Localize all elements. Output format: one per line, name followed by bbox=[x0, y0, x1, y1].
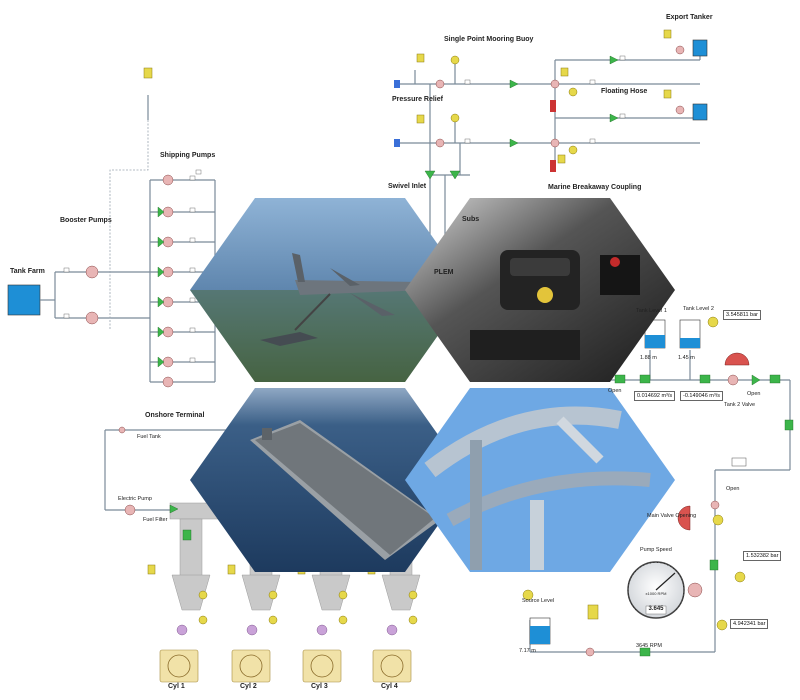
shipping-pumps bbox=[85, 174, 174, 388]
shipping-pumps-label: Shipping Pumps bbox=[160, 152, 216, 159]
tank2-valve-label: Tank 2 Valve bbox=[724, 402, 756, 408]
source-level-label: Source Level bbox=[522, 598, 555, 604]
booster-pumps-label: Booster Pumps bbox=[60, 217, 112, 224]
plem-label: PLEM bbox=[434, 269, 454, 276]
mooring-buoy-label: Single Point Mooring Buoy bbox=[444, 36, 534, 43]
mooring-scopes bbox=[464, 55, 626, 144]
loop-pumps bbox=[585, 374, 739, 657]
gauge-value-label: 3.645 bbox=[648, 606, 664, 612]
open-label-2: Open bbox=[747, 391, 761, 397]
gauge-unit-label: x1000 RPM bbox=[645, 591, 667, 596]
tank-farm-label: Tank Farm bbox=[10, 268, 45, 275]
floating-hose-tank bbox=[692, 103, 708, 121]
export-tanker-label: Export Tanker bbox=[666, 14, 713, 21]
source-level-readout: 7.17 m bbox=[519, 648, 536, 654]
cylinder-label-2: Cyl 2 bbox=[240, 683, 257, 690]
loop-scope bbox=[731, 457, 747, 467]
tank-farm-pipes bbox=[40, 95, 245, 383]
onshore-terminal-label: Onshore Terminal bbox=[145, 412, 205, 419]
bar-readout-1: 3.545811 bar bbox=[723, 310, 762, 320]
rpm-readout: 3645 RPM bbox=[636, 643, 662, 649]
shipping-sensor bbox=[143, 67, 153, 79]
pressure-relief-block bbox=[394, 80, 400, 88]
breakaway-indicator bbox=[550, 100, 556, 112]
breakaway-indicator-2 bbox=[550, 160, 556, 172]
loop-valves bbox=[614, 374, 794, 657]
level-readout-2: 1.45 m bbox=[678, 355, 695, 361]
cylinder-panels bbox=[159, 649, 412, 683]
tank-level-1-label: Tank Level 1 bbox=[636, 308, 667, 314]
mooring-couplings bbox=[435, 45, 685, 148]
cylinder-label-4: Cyl 4 bbox=[381, 683, 398, 690]
pressure-relief-block-2 bbox=[394, 139, 400, 147]
tank-farm-tank bbox=[7, 284, 41, 316]
mooring-valves bbox=[424, 55, 619, 180]
cylinder-label-3: Cyl 3 bbox=[311, 683, 328, 690]
main-valve-label: Main Valve Opening bbox=[647, 513, 697, 519]
subsea-label: Subs bbox=[462, 216, 480, 223]
export-tanker-tank bbox=[692, 39, 708, 57]
flow-readout-2: -0.149046 m³/s bbox=[680, 391, 723, 401]
bar-readout-3: 4.942341 bar bbox=[730, 619, 769, 629]
signal-line bbox=[109, 120, 149, 330]
tank1-fill bbox=[645, 335, 665, 348]
hex-photo-engine bbox=[405, 198, 675, 382]
tank2-fill bbox=[680, 338, 700, 348]
source-tank-fill bbox=[530, 626, 550, 644]
hex-photo-carrier bbox=[190, 388, 470, 572]
electric-pump-label: Electric Pump bbox=[118, 496, 152, 502]
breakaway-coupling-label: Marine Breakaway Coupling bbox=[548, 184, 642, 191]
bar-readout-2: 1.532382 bar bbox=[743, 551, 782, 561]
open-label-1: Open bbox=[608, 388, 622, 394]
engine-injectors bbox=[176, 624, 398, 636]
open-label-3: Open bbox=[726, 486, 740, 492]
cylinder-label-1: Cyl 1 bbox=[168, 683, 185, 690]
shipping-valves bbox=[157, 206, 165, 368]
fuel-pump bbox=[118, 426, 136, 516]
fuel-filter-label: Fuel Filter bbox=[143, 517, 168, 523]
tank2-valve-dial bbox=[724, 352, 750, 366]
mooring-sensors bbox=[416, 29, 672, 164]
loop-sensors bbox=[522, 316, 746, 631]
hex-photo-aircraft bbox=[190, 198, 470, 382]
pump-speed-label: Pump Speed bbox=[640, 547, 672, 553]
floating-hose-label: Floating Hose bbox=[601, 88, 648, 95]
fuel-tank-label: Fuel Tank bbox=[137, 434, 161, 440]
pressure-relief-label: Pressure Relief bbox=[392, 96, 443, 103]
flow-readout-1: 0.014692 m³/s bbox=[634, 391, 676, 401]
gauge-display bbox=[645, 605, 667, 615]
hex-photo-piping bbox=[405, 388, 675, 572]
tank-level-2-label: Tank Level 2 bbox=[683, 306, 714, 312]
gauge-needle bbox=[655, 572, 676, 591]
swivel-inlet-label: Swivel Inlet bbox=[388, 183, 427, 190]
level-readout-1: 1.88 m bbox=[640, 355, 657, 361]
main-valve-dial bbox=[677, 505, 691, 531]
shipping-scopes bbox=[63, 169, 202, 363]
